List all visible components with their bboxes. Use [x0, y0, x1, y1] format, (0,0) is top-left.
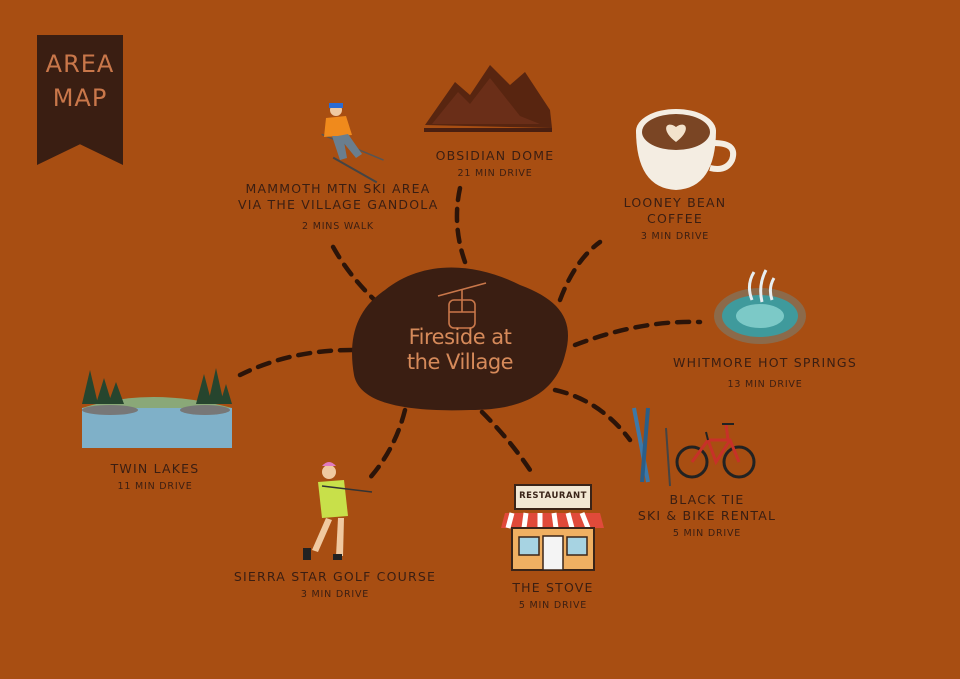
center-title-line-1: Fireside at: [408, 325, 512, 349]
destination-time: 21 MIN DRIVE: [457, 168, 533, 179]
connector-twin: [237, 347, 355, 378]
golfer-icon: [303, 462, 373, 560]
destination-name: LOONEY BEAN: [623, 195, 727, 210]
connector-looney: [557, 239, 603, 303]
connector-blacktie: [552, 387, 633, 443]
destination-time: 11 MIN DRIVE: [117, 481, 193, 492]
destination-mammoth: MAMMOTH MTN SKI AREA VIA THE VILLAGE GAN…: [238, 181, 438, 232]
destination-name-2: VIA THE VILLAGE GANDOLA: [238, 197, 439, 212]
destination-name: OBSIDIAN DOME: [435, 148, 555, 163]
badge-line-1: AREA: [45, 50, 115, 78]
connector-whitmore: [572, 319, 703, 348]
destination-twin: TWIN LAKES 11 MIN DRIVE: [90, 461, 220, 492]
destination-stove: THE STOVE 5 MIN DRIVE: [488, 580, 618, 611]
restaurant-sign: RESTAURANT: [519, 491, 587, 501]
destination-name: SIERRA STAR GOLF COURSE: [233, 569, 437, 584]
mountain-icon: [424, 65, 552, 132]
destination-whitmore: WHITMORE HOT SPRINGS 13 MIN DRIVE: [660, 355, 870, 390]
center-title-line-2: the Village: [406, 350, 514, 374]
destination-name: WHITMORE HOT SPRINGS: [673, 355, 857, 370]
center-blob: [352, 267, 568, 411]
connector-obsidian: [454, 185, 468, 265]
destination-time: 3 MIN DRIVE: [300, 589, 370, 600]
badge-line-2: MAP: [52, 84, 108, 112]
destination-time: 5 MIN DRIVE: [672, 528, 742, 539]
destination-time: 2 MINS WALK: [302, 221, 374, 232]
lake-icon: [82, 368, 232, 448]
connector-stove: [479, 409, 533, 473]
destination-name: THE STOVE: [512, 580, 594, 595]
connector-golf: [365, 407, 408, 483]
destination-time: 5 MIN DRIVE: [518, 600, 588, 611]
hot-spring-icon: [714, 269, 806, 344]
destination-blacktie: BLACK TIE SKI & BIKE RENTAL 5 MIN DRIVE: [627, 492, 787, 539]
destination-name-2: SKI & BIKE RENTAL: [637, 508, 777, 523]
area-map-badge: AREA MAP: [37, 35, 123, 165]
destination-time: 13 MIN DRIVE: [727, 379, 803, 390]
destination-obsidian: OBSIDIAN DOME 21 MIN DRIVE: [420, 148, 570, 179]
destination-looney: LOONEY BEAN COFFEE 3 MIN DRIVE: [610, 195, 740, 242]
destination-time: 3 MIN DRIVE: [640, 231, 710, 242]
destination-name: BLACK TIE: [669, 492, 745, 507]
restaurant-icon: [501, 484, 604, 571]
skier-icon: [321, 103, 384, 184]
ski-bike-icon: [632, 407, 756, 487]
connector-mammoth: [329, 242, 383, 308]
coffee-cup-icon: [636, 109, 737, 190]
gondola-icon: [437, 282, 487, 329]
destination-golf: SIERRA STAR GOLF COURSE 3 MIN DRIVE: [220, 569, 450, 600]
destination-name: MAMMOTH MTN SKI AREA: [245, 181, 431, 196]
destination-name: TWIN LAKES: [110, 461, 200, 476]
center-title: Fireside at the Village: [385, 325, 535, 375]
destination-name-2: COFFEE: [647, 211, 703, 226]
